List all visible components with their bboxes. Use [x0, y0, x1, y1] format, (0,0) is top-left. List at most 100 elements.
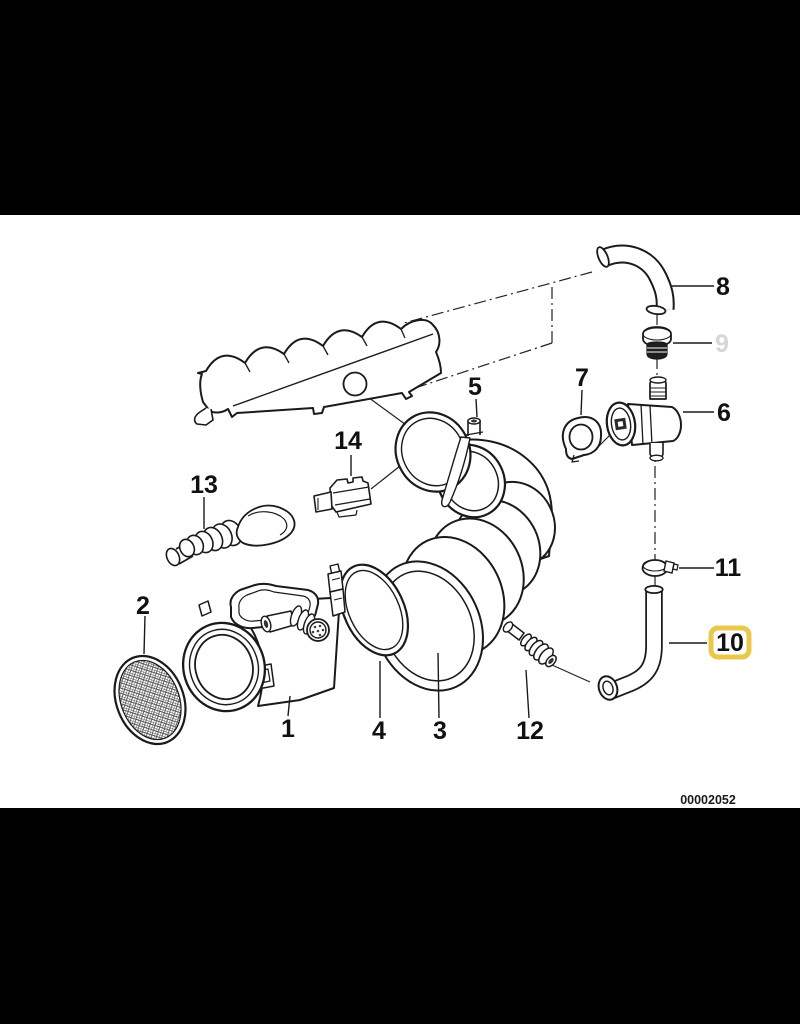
- grommet-9-shape: [647, 347, 667, 353]
- manifold-port-hole: [342, 371, 368, 397]
- callout-10[interactable]: 10: [669, 625, 752, 660]
- air-flow-sensor-1: [181, 582, 340, 713]
- callout-label-13[interactable]: 13: [190, 471, 218, 499]
- callout-label-7[interactable]: 7: [575, 364, 589, 392]
- connector-clip-14-shape: [336, 509, 358, 518]
- callout-label-9[interactable]: 9: [715, 330, 729, 358]
- intake-manifold-shape: [232, 333, 434, 407]
- center-lines-shape: [403, 271, 593, 324]
- intake-manifold-shape-shape: [361, 336, 368, 347]
- hose-clamp-11-shape: [663, 560, 675, 574]
- callout-9[interactable]: 9: [673, 330, 729, 358]
- cable-boot-13-shape: [178, 538, 196, 558]
- sensor-plug-shape-shape: [321, 628, 325, 632]
- cable-boot-13-shape: [247, 511, 288, 536]
- callout-6[interactable]: 6: [683, 399, 731, 427]
- leader-line: [580, 389, 583, 416]
- hose-clamp-4-shape: [338, 563, 410, 657]
- grommet-9: [642, 326, 672, 360]
- callout-13[interactable]: 13: [190, 471, 218, 529]
- drawing-number: 00002052: [680, 793, 736, 807]
- intake-manifold-shape-shape: [283, 353, 290, 364]
- sensor-plug-shape-shape: [318, 624, 322, 628]
- callout-label-3[interactable]: 3: [433, 717, 447, 745]
- vent-hose-8-shape: [601, 246, 673, 310]
- intake-manifold-shape: [244, 328, 406, 373]
- letterbox-top: [0, 0, 800, 215]
- diagram-canvas: [0, 215, 800, 808]
- hose-clamp-4-shape: [344, 569, 404, 651]
- callout-5[interactable]: 5: [468, 373, 482, 418]
- connector-clip-14-shape: [329, 476, 372, 513]
- callout-label-8[interactable]: 8: [716, 273, 730, 301]
- callout-label-2[interactable]: 2: [136, 592, 150, 620]
- vent-hose-10-shape: [597, 675, 619, 701]
- highlight-box: [708, 625, 752, 660]
- hose-clamp-11-shape: [641, 559, 669, 577]
- fitting-12: [502, 621, 557, 668]
- callout-label-12[interactable]: 12: [516, 717, 544, 745]
- cable-boot-13-shape: [165, 547, 181, 567]
- leader-line: [525, 669, 530, 719]
- sensor-plug-shape-shape: [313, 625, 317, 629]
- callout-label-14[interactable]: 14: [334, 427, 362, 455]
- intake-manifold-shape-shape: [400, 328, 406, 339]
- callout-2[interactable]: 2: [136, 592, 150, 655]
- valve-6-shape: [617, 421, 624, 427]
- valve-6-shape: [610, 407, 632, 441]
- leader-line: [475, 398, 478, 418]
- callout-4[interactable]: 4: [372, 661, 386, 745]
- callout-12[interactable]: 12: [516, 669, 544, 745]
- callout-11[interactable]: 11: [679, 554, 741, 582]
- vent-hose-10-shape: [608, 590, 661, 698]
- fitting-12-shape: [502, 621, 514, 633]
- intake-manifold: [193, 318, 442, 426]
- callout-label-6[interactable]: 6: [717, 399, 731, 427]
- vent-hose-8: [596, 244, 675, 316]
- sensor-inlet-ring: [181, 621, 267, 713]
- callout-label-10[interactable]: 10: [716, 629, 744, 657]
- center-lines-shape: [408, 342, 553, 391]
- mesh-screen-2: [113, 654, 187, 746]
- callout-label-1[interactable]: 1: [281, 715, 295, 743]
- leader-line: [143, 615, 146, 655]
- vent-hose-8-shape: [645, 304, 667, 316]
- callout-7[interactable]: 7: [575, 364, 589, 416]
- vent-hose-8-shape: [596, 246, 610, 268]
- gasket-7: [561, 416, 603, 463]
- valve-6: [605, 376, 682, 462]
- sensor-plug-shape-shape: [318, 633, 322, 637]
- connector-clip-14: [313, 476, 372, 518]
- callout-label-11[interactable]: 11: [715, 554, 742, 582]
- sensor-plug: [289, 605, 330, 642]
- hose-clamp-4-shape: [329, 588, 346, 617]
- intake-manifold-shape-shape: [322, 345, 329, 356]
- callout-3[interactable]: 3: [433, 652, 447, 745]
- intake-manifold-shape-shape: [244, 362, 251, 373]
- air-flow-sensor-1-shape: [238, 589, 311, 622]
- air-flow-sensor-1-shape: [198, 600, 212, 617]
- vent-hose-10: [597, 585, 664, 701]
- callout-8[interactable]: 8: [671, 273, 730, 301]
- callout-label-4[interactable]: 4: [372, 717, 386, 745]
- sensor-plug-shape-shape: [316, 629, 320, 633]
- connector-clip-14-shape: [313, 491, 333, 513]
- vent-hose-10-shape: [644, 585, 664, 595]
- leader-line: [287, 695, 291, 717]
- vent-hose-10-shape: [602, 680, 614, 696]
- hose-clamp-11: [641, 559, 679, 577]
- callout-label-5[interactable]: 5: [468, 373, 482, 401]
- connector-clip-14-shape: [332, 486, 371, 506]
- callout-14[interactable]: 14: [334, 427, 362, 476]
- mesh-screen-2-shape: [118, 659, 182, 741]
- valve-6-shape: [649, 454, 664, 462]
- intake-manifold-shape: [197, 318, 442, 418]
- callout-1[interactable]: 1: [281, 695, 295, 743]
- grommet-9-shape: [646, 341, 668, 360]
- gasket-7-shape: [568, 423, 594, 451]
- boot-strap: [440, 436, 471, 508]
- hose-clamp-4: [327, 563, 410, 657]
